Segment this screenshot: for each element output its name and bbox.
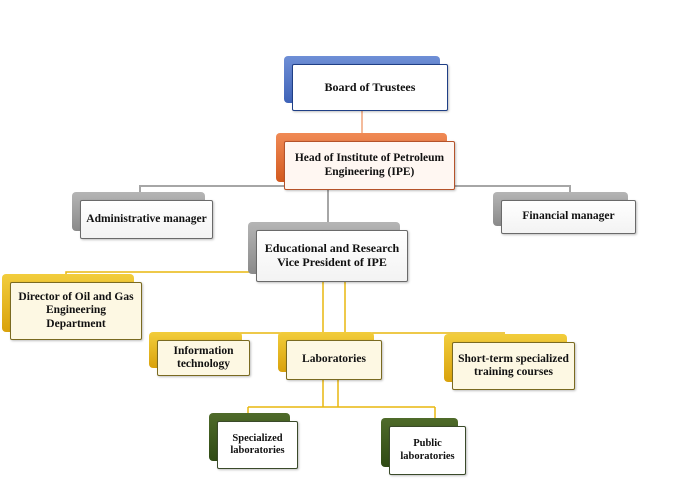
connector-head-finance (455, 185, 571, 193)
node-head-label: Head of Institute of Petroleum Engineeri… (284, 141, 455, 190)
node-admin-label: Administrative manager (80, 200, 213, 239)
node-short-term-training: Short-term specialized training courses (444, 334, 575, 390)
node-it-label: Information technology (157, 340, 250, 376)
node-training-label: Short-term specialized training courses (452, 342, 575, 390)
node-board-of-trustees: Board of Trustees (284, 56, 448, 111)
node-financial-manager: Financial manager (493, 192, 636, 234)
node-vp-label: Educational and Research Vice President … (256, 230, 408, 282)
node-specialized-laboratories: Specialized laboratories (209, 413, 298, 469)
node-specialized-label: Specialized laboratories (217, 421, 298, 469)
node-vice-president: Educational and Research Vice President … (248, 222, 408, 282)
node-head-of-institute: Head of Institute of Petroleum Engineeri… (276, 133, 455, 190)
node-laboratories: Laboratories (278, 332, 382, 380)
node-labs-label: Laboratories (286, 340, 382, 380)
node-public-label: Public laboratories (389, 426, 466, 475)
node-public-laboratories: Public laboratories (381, 418, 466, 475)
node-finance-label: Financial manager (501, 200, 636, 234)
node-information-technology: Information technology (149, 332, 250, 376)
node-director-label: Director of Oil and Gas Engineering Depa… (10, 282, 142, 340)
node-director-oil-gas: Director of Oil and Gas Engineering Depa… (2, 274, 142, 340)
node-administrative-manager: Administrative manager (72, 192, 213, 239)
node-board-label: Board of Trustees (292, 64, 448, 111)
connector-head-admin (139, 185, 285, 193)
